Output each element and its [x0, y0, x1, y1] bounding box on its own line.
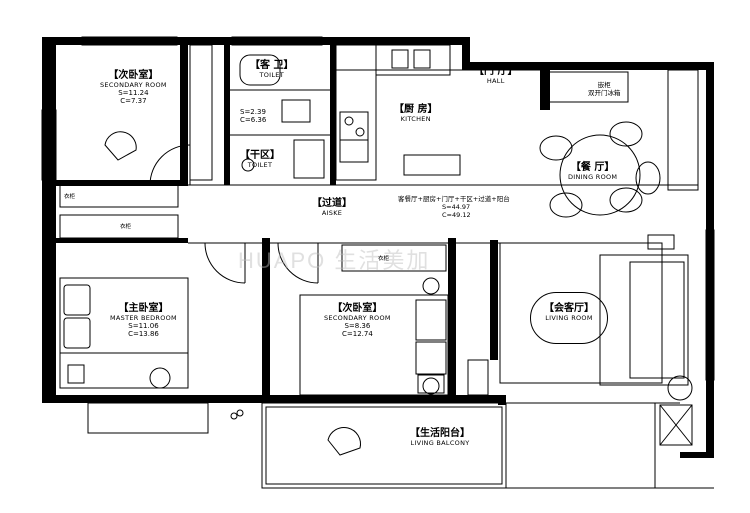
fridge-label-line1: 嵌柜	[597, 81, 611, 89]
room-name: 【干区】	[240, 150, 280, 161]
kitchen-counter	[335, 44, 377, 181]
label-master-bedroom: 【主卧室】 MASTER BEDROOM S=11.06 C=13.86	[110, 303, 177, 338]
wall-sec2-east	[448, 238, 456, 398]
wall-room1-east	[180, 45, 188, 185]
room-perimeter: C=13.86	[128, 330, 159, 339]
room-name: 【厨 房】	[394, 104, 438, 115]
combined-area-note: 客餐厅+厨房+门厅+干区+过道+阳台 S=44.97 C=49.12	[398, 195, 510, 219]
room-perimeter: C=12.74	[342, 330, 373, 339]
fridge-label: 嵌柜 双开门冰箱	[588, 81, 621, 98]
label-secondary-room-nw: 【次卧室】 SECONDARY ROOM S=11.24 C=7.37	[100, 70, 167, 105]
wall-living-west	[490, 240, 498, 360]
room-area: S=11.24	[118, 88, 149, 97]
east-wall-foot	[680, 452, 714, 458]
room-name: 【主卧室】	[118, 303, 169, 314]
room-name: 【生活阳台】	[410, 428, 470, 439]
wardrobe-1	[59, 184, 179, 208]
combined-area-c: C=49.12	[442, 210, 471, 219]
window-west	[41, 109, 57, 181]
fridge-cabinet	[547, 71, 629, 103]
room-name-en: TOILET	[247, 160, 273, 169]
room-name-en: LIVING ROOM	[545, 313, 593, 322]
label-dry-area: 【干区】 TOILET	[240, 150, 280, 169]
label-secondary-room-mid: 【次卧室】 SECONDARY ROOM S=8.36 C=12.74	[324, 303, 391, 338]
window-north-1	[81, 36, 178, 46]
cabinet-east	[667, 69, 699, 191]
window-south-1	[87, 402, 209, 434]
room-perimeter: C=7.37	[120, 97, 147, 106]
label-hall: 【门 厅】 HALL	[474, 66, 517, 85]
room-name-en: TOILET	[259, 70, 284, 79]
window-north-2	[231, 36, 323, 46]
combined-area-s: S=44.97	[442, 202, 471, 211]
living-rug	[499, 242, 663, 384]
balcony-outline	[261, 402, 507, 489]
label-dining: 【餐 厅】 DINING ROOM	[568, 162, 617, 181]
thin-lines	[41, 36, 715, 489]
fridge-label-line2: 双开门冰箱	[588, 88, 621, 97]
room-area: S=8.36	[344, 321, 371, 330]
north-wall-step	[462, 37, 470, 67]
room-name: 【会客厅】	[544, 303, 594, 314]
cabinet-label: 衣柜	[64, 194, 76, 200]
room-name-en: DINING ROOM	[568, 172, 618, 181]
north-wall	[42, 37, 462, 45]
room-name-en: HALL	[486, 76, 505, 85]
cabinet-label: 衣柜	[378, 256, 390, 262]
wardrobe-2	[59, 214, 179, 239]
room-name: 【门 厅】	[474, 66, 518, 77]
label-guest-toilet: 【客 卫】 TOILET	[250, 60, 293, 79]
room-name: 【过道】	[312, 198, 352, 209]
label-guest-toilet-measure: S=2.39 C=6.36	[240, 108, 266, 124]
label-aisle: 【过道】 AISKE	[312, 198, 352, 217]
west-wall	[42, 37, 56, 399]
label-living-room: 【会客厅】 LIVING ROOM	[530, 292, 608, 344]
room-perimeter: C=6.36	[240, 116, 267, 125]
sofa	[599, 254, 689, 386]
wardrobe-3	[341, 244, 447, 272]
wall-room1-south	[56, 180, 188, 186]
room-area: S=2.39	[240, 108, 266, 116]
south-wall-mid	[262, 395, 498, 403]
room-name: 【餐 厅】	[570, 162, 615, 173]
wall-aisle-south-w	[56, 238, 188, 243]
east-wall	[706, 62, 714, 457]
room-name-en: SECONDARY ROOM	[324, 313, 391, 322]
room-name-en: AISKE	[321, 208, 343, 217]
wall-toilet-west	[224, 45, 230, 185]
walls	[42, 37, 714, 458]
room-name-en: LIVING BALCONY	[410, 438, 470, 447]
south-wall-west	[42, 395, 262, 403]
wardrobe-4	[189, 44, 213, 181]
room-area: S=11.06	[128, 321, 159, 330]
wall-master-east	[262, 238, 270, 398]
room-name-en: KITCHEN	[400, 114, 431, 123]
south-wall-stub	[498, 395, 506, 405]
room-name: 【客 卫】	[250, 60, 294, 71]
combined-area-text: 客餐厅+厨房+门厅+干区+过道+阳台	[398, 195, 510, 203]
room-name-en: MASTER BEDROOM	[110, 313, 177, 322]
north-wall-east	[462, 62, 712, 70]
cabinet-label: 衣柜	[120, 224, 132, 230]
room-name-en: SECONDARY ROOM	[100, 80, 167, 89]
wall-kitchen-west	[330, 45, 336, 185]
secondary-bed	[299, 294, 449, 396]
label-living-balcony: 【生活阳台】 LIVING BALCONY	[410, 428, 470, 447]
room-name: 【次卧室】	[108, 70, 159, 81]
label-kitchen: 【厨 房】 KITCHEN	[394, 104, 437, 123]
window-east	[705, 229, 715, 381]
room-name: 【次卧室】	[332, 303, 383, 314]
watermark: HUAPO 生活美加	[238, 248, 431, 273]
dining-table	[559, 134, 641, 216]
wall-dining-nw	[540, 70, 550, 110]
